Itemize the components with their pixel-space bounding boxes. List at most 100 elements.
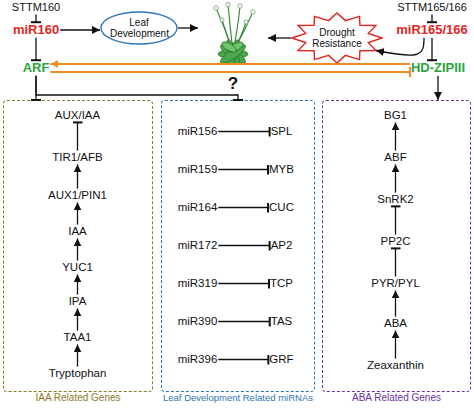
gene-label: PP2C: [379, 235, 411, 249]
activation-arrow: [77, 202, 78, 224]
plant-illustration: [198, 2, 268, 64]
inhibition-connector: [77, 122, 78, 150]
starburst-shape: [292, 13, 382, 63]
flower: [238, 4, 242, 8]
gene-label: Zeaxanthin: [366, 359, 425, 373]
node-text: YUC1: [62, 261, 93, 275]
node-text: SnRK2: [377, 193, 413, 207]
inhibition-connector: [395, 248, 396, 276]
group-heading: ABA Related Genes: [352, 392, 441, 404]
inhibition-connector: [218, 245, 269, 246]
inhibition-connector: [431, 38, 432, 60]
gene-label: TAA1: [63, 331, 93, 345]
mirna-label: miR396: [177, 353, 219, 367]
node-text: miR396: [178, 353, 218, 367]
activation-arrow: [50, 63, 410, 65]
node-text: CUC: [269, 201, 294, 215]
process-ellipse: Leaf Development: [100, 11, 178, 45]
activation-arrow: [437, 76, 438, 100]
node-text: SPL: [271, 125, 293, 139]
gene-label: Tryptophan: [48, 367, 108, 381]
gene-label: ARF: [22, 60, 51, 76]
inhibition-connector: [218, 321, 269, 322]
node-text: TIR1/AFB: [52, 151, 102, 165]
activation-arrow: [376, 38, 424, 55]
target-gene: CUC: [268, 201, 295, 215]
activation-arrow: [268, 37, 291, 38]
activation-arrow: [395, 122, 396, 150]
inhibition-connector: [218, 131, 269, 132]
node-text: AUX/IAA: [55, 109, 100, 123]
node-text: AP2: [271, 239, 293, 253]
node-text: miR160: [13, 22, 59, 38]
inhibition-connector: [218, 283, 269, 284]
node-text: MYB: [269, 163, 294, 177]
flower: [226, 2, 230, 6]
target-gene: MYB: [268, 163, 295, 177]
node-text: PP2C: [380, 235, 410, 249]
question-mark: ?: [198, 75, 268, 92]
group-box: BG1ABFSnRK2PP2CPYR/PYLABAZeaxanthinABA R…: [322, 100, 471, 392]
node-text: ABF: [384, 151, 406, 165]
gene-label: TIR1/AFB: [51, 151, 103, 165]
group-heading: Leaf Development Related miRNAs: [163, 392, 313, 403]
node-text: IPA: [69, 295, 87, 309]
node-text: Zeaxanthin: [367, 359, 424, 373]
mirna-label: miR165/166: [395, 22, 469, 38]
plant-flowers: [214, 2, 255, 24]
gene-label: HD-ZIPIII: [410, 60, 466, 76]
activation-arrow: [77, 344, 78, 366]
node-text: Drought Resistance: [309, 27, 365, 50]
activation-arrow: [77, 238, 78, 260]
inhibition-connector: [431, 15, 432, 23]
inhibition-connector: [36, 76, 238, 100]
trait-starburst: Drought Resistance: [291, 12, 383, 64]
node-text: miR390: [178, 315, 218, 329]
activation-arrow: [395, 330, 396, 358]
gene-label: IAA: [67, 225, 88, 239]
gene-label: YUC1: [61, 261, 94, 275]
target-gene: AP2: [270, 239, 294, 253]
mirna-label: miR156: [177, 125, 219, 139]
inhibition-connector: [218, 207, 268, 208]
activation-arrow: [60, 29, 100, 30]
inhibition-connector: [35, 76, 36, 100]
flower: [214, 6, 218, 10]
node-text: miR159: [178, 163, 218, 177]
node-text: GRF: [269, 353, 293, 367]
target-gene: TCP: [269, 277, 294, 291]
plant-rosette: [218, 38, 248, 64]
node-text: TAA1: [64, 331, 92, 345]
node-text: miR164: [178, 201, 218, 215]
node-text: STTM160: [12, 1, 60, 14]
node-text: AUX1/PIN1: [48, 189, 107, 203]
mirna-label: miR164: [177, 201, 219, 215]
node-text: TAS: [271, 315, 293, 329]
activation-arrow: [77, 308, 78, 330]
node-text: IAA: [68, 225, 87, 239]
node-text: PYR/PYL: [371, 277, 420, 291]
gene-label: BG1: [383, 109, 408, 123]
mirna-label: miR172: [177, 239, 219, 253]
activation-arrow: [77, 274, 78, 294]
inhibition-connector: [50, 71, 410, 73]
node-text: miR319: [178, 277, 218, 291]
node-text: miR165/166: [396, 22, 468, 38]
gene-label: IPA: [68, 295, 88, 309]
mirna-label: miR390: [177, 315, 219, 329]
node-text: miR172: [178, 239, 218, 253]
inhibition-connector: [395, 206, 396, 234]
inhibition-connector: [35, 15, 36, 23]
activation-arrow: [395, 164, 396, 192]
gene-label: AUX1/PIN1: [47, 189, 108, 203]
sttm-label: STTM160: [11, 1, 61, 14]
gene-label: AUX/IAA: [54, 109, 101, 123]
node-text: miR156: [178, 125, 218, 139]
ellipse-shape: [101, 12, 177, 44]
inhibition-connector: [218, 169, 268, 170]
group-box: miR156 SPL miR159 MYB miR164 CUC miR172 AP2 miR3…: [161, 100, 315, 392]
group-heading: IAA Related Genes: [35, 392, 120, 404]
inhibition-connector: [35, 38, 36, 60]
target-gene: GRF: [268, 353, 294, 367]
